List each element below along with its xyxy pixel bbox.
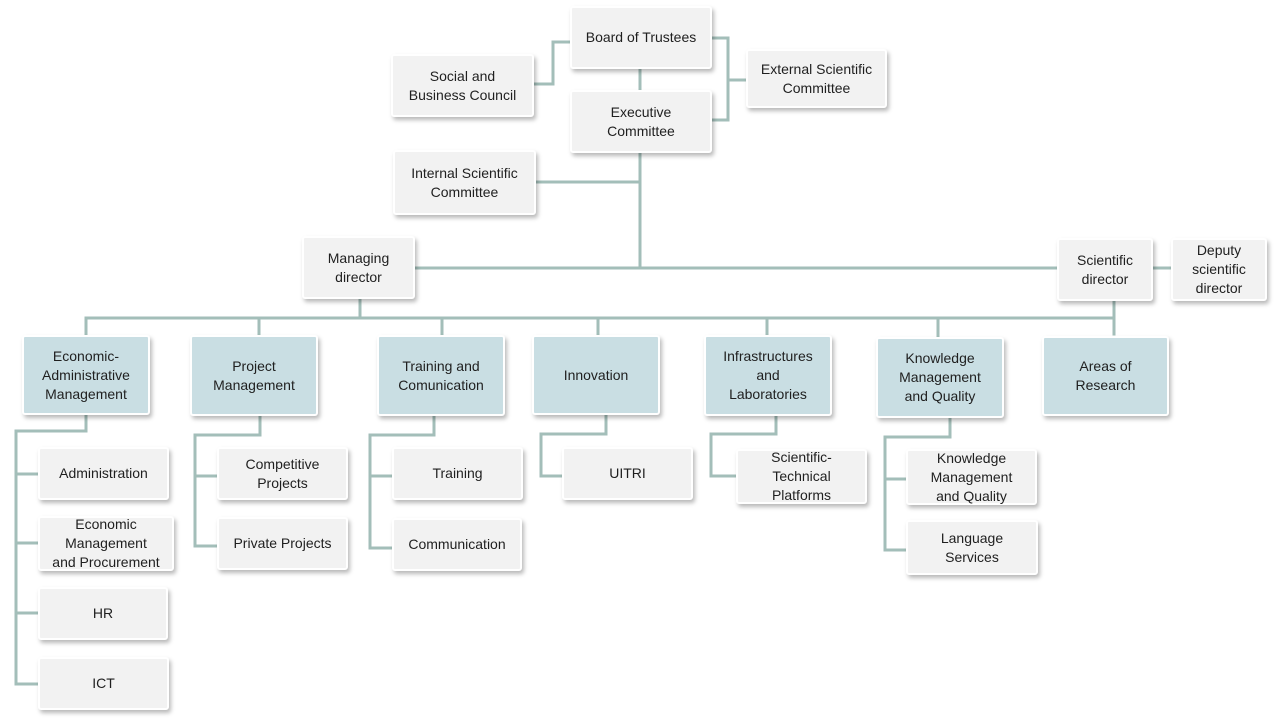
department-economic-administrative-management: Economic- Administrative Management	[22, 335, 150, 415]
external-scientific-committee-box: External Scientific Committee	[746, 49, 887, 108]
unit-competitive-projects: Competitive Projects	[217, 447, 348, 500]
unit-knowledge-management-quality: Knowledge Management and Quality	[906, 449, 1037, 505]
department-innovation: Innovation	[532, 335, 660, 415]
scientific-director-box: Scientific director	[1057, 238, 1153, 301]
unit-economic-management-procurement: Economic Management and Procurement	[38, 516, 174, 571]
internal-scientific-committee-box: Internal Scientific Committee	[393, 150, 536, 215]
department-areas-of-research: Areas of Research	[1042, 336, 1169, 416]
department-infrastructures-and-laboratories: Infrastructures and Laboratories	[704, 335, 832, 416]
department-project-management: Project Management	[190, 335, 318, 416]
deputy-scientific-director-box: Deputy scientific director	[1171, 238, 1267, 301]
unit-administration: Administration	[38, 447, 169, 500]
managing-director-box: Managing director	[302, 236, 415, 299]
unit-uitri: UITRI	[562, 447, 693, 500]
unit-language-services: Language Services	[906, 520, 1038, 575]
unit-scientific-technical-platforms: Scientific- Technical Platforms	[736, 449, 867, 504]
department-knowledge-management-and-quality: Knowledge Management and Quality	[876, 337, 1004, 418]
executive-committee-box: Executive Committee	[570, 90, 712, 153]
unit-hr: HR	[38, 587, 168, 640]
social-business-council-box: Social and Business Council	[391, 54, 534, 117]
unit-communication: Communication	[392, 518, 522, 571]
department-training-and-comunication: Training and Comunication	[377, 335, 505, 416]
unit-ict: ICT	[38, 657, 169, 710]
unit-training: Training	[392, 447, 523, 500]
board-of-trustees-box: Board of Trustees	[570, 6, 712, 69]
unit-private-projects: Private Projects	[217, 517, 348, 570]
